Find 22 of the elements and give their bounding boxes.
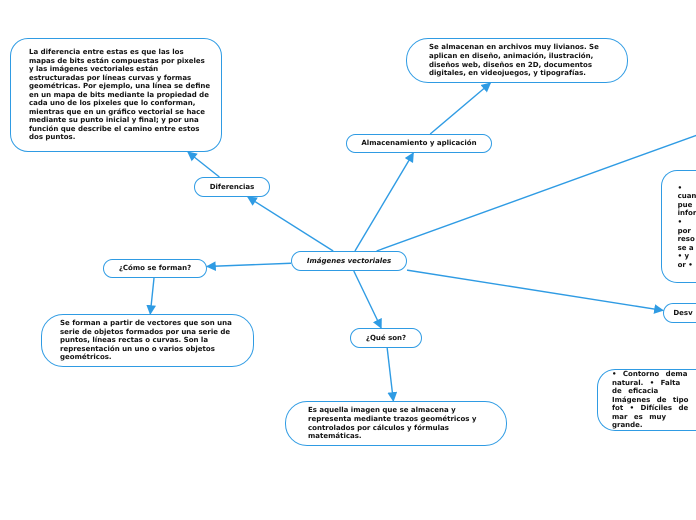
text-box xyxy=(10,38,222,152)
topic-box xyxy=(291,251,407,271)
arrow xyxy=(246,196,334,252)
text-box xyxy=(285,401,507,446)
arrow xyxy=(187,151,220,178)
arrow xyxy=(353,270,382,329)
arrow xyxy=(206,261,292,272)
text-box xyxy=(406,38,628,83)
topic-box xyxy=(663,303,696,323)
topic-box xyxy=(350,328,422,348)
arrow xyxy=(386,348,398,402)
text-box xyxy=(661,170,696,283)
arrow xyxy=(430,82,492,135)
arrow xyxy=(146,278,156,315)
arrow xyxy=(354,152,414,252)
connector-line xyxy=(376,133,696,252)
topic-box xyxy=(194,177,270,197)
arrow xyxy=(406,269,664,314)
text-box xyxy=(597,369,696,431)
text-box xyxy=(41,314,254,367)
topic-box xyxy=(103,259,207,278)
topic-box xyxy=(346,134,492,153)
